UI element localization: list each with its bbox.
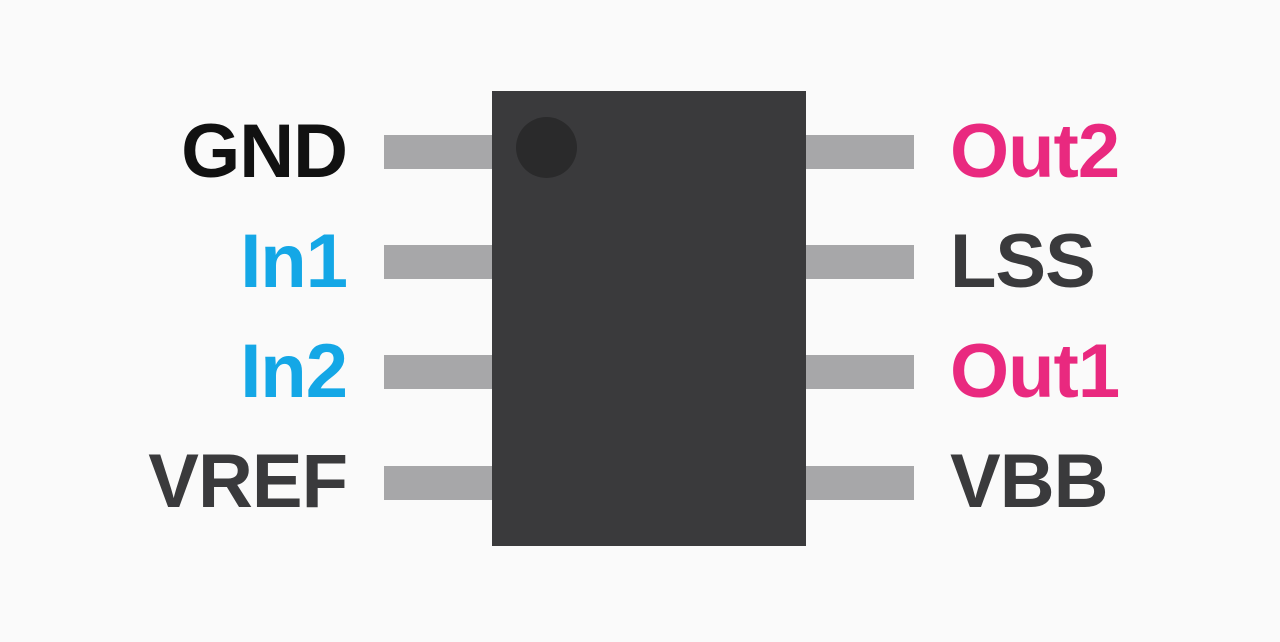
pin-lead-out2: [806, 135, 914, 169]
chip-body: [492, 91, 806, 546]
pin-lead-lss: [806, 245, 914, 279]
pin-lead-gnd: [384, 135, 492, 169]
pin-label-in2: In2: [240, 329, 348, 414]
pin-label-out2: Out2: [950, 109, 1120, 194]
pin1-marker-icon: [516, 117, 577, 178]
pin-lead-in1: [384, 245, 492, 279]
pin-label-out1: Out1: [950, 329, 1120, 414]
pin-lead-in2: [384, 355, 492, 389]
pin-label-vbb: VBB: [950, 439, 1108, 524]
pin-label-in1: In1: [240, 219, 348, 304]
pin-lead-vbb: [806, 466, 914, 500]
pin-label-gnd: GND: [181, 109, 348, 194]
pin-lead-vref: [384, 466, 492, 500]
pin-label-vref: VREF: [148, 439, 348, 524]
pin-lead-out1: [806, 355, 914, 389]
pin-label-lss: LSS: [950, 219, 1096, 304]
